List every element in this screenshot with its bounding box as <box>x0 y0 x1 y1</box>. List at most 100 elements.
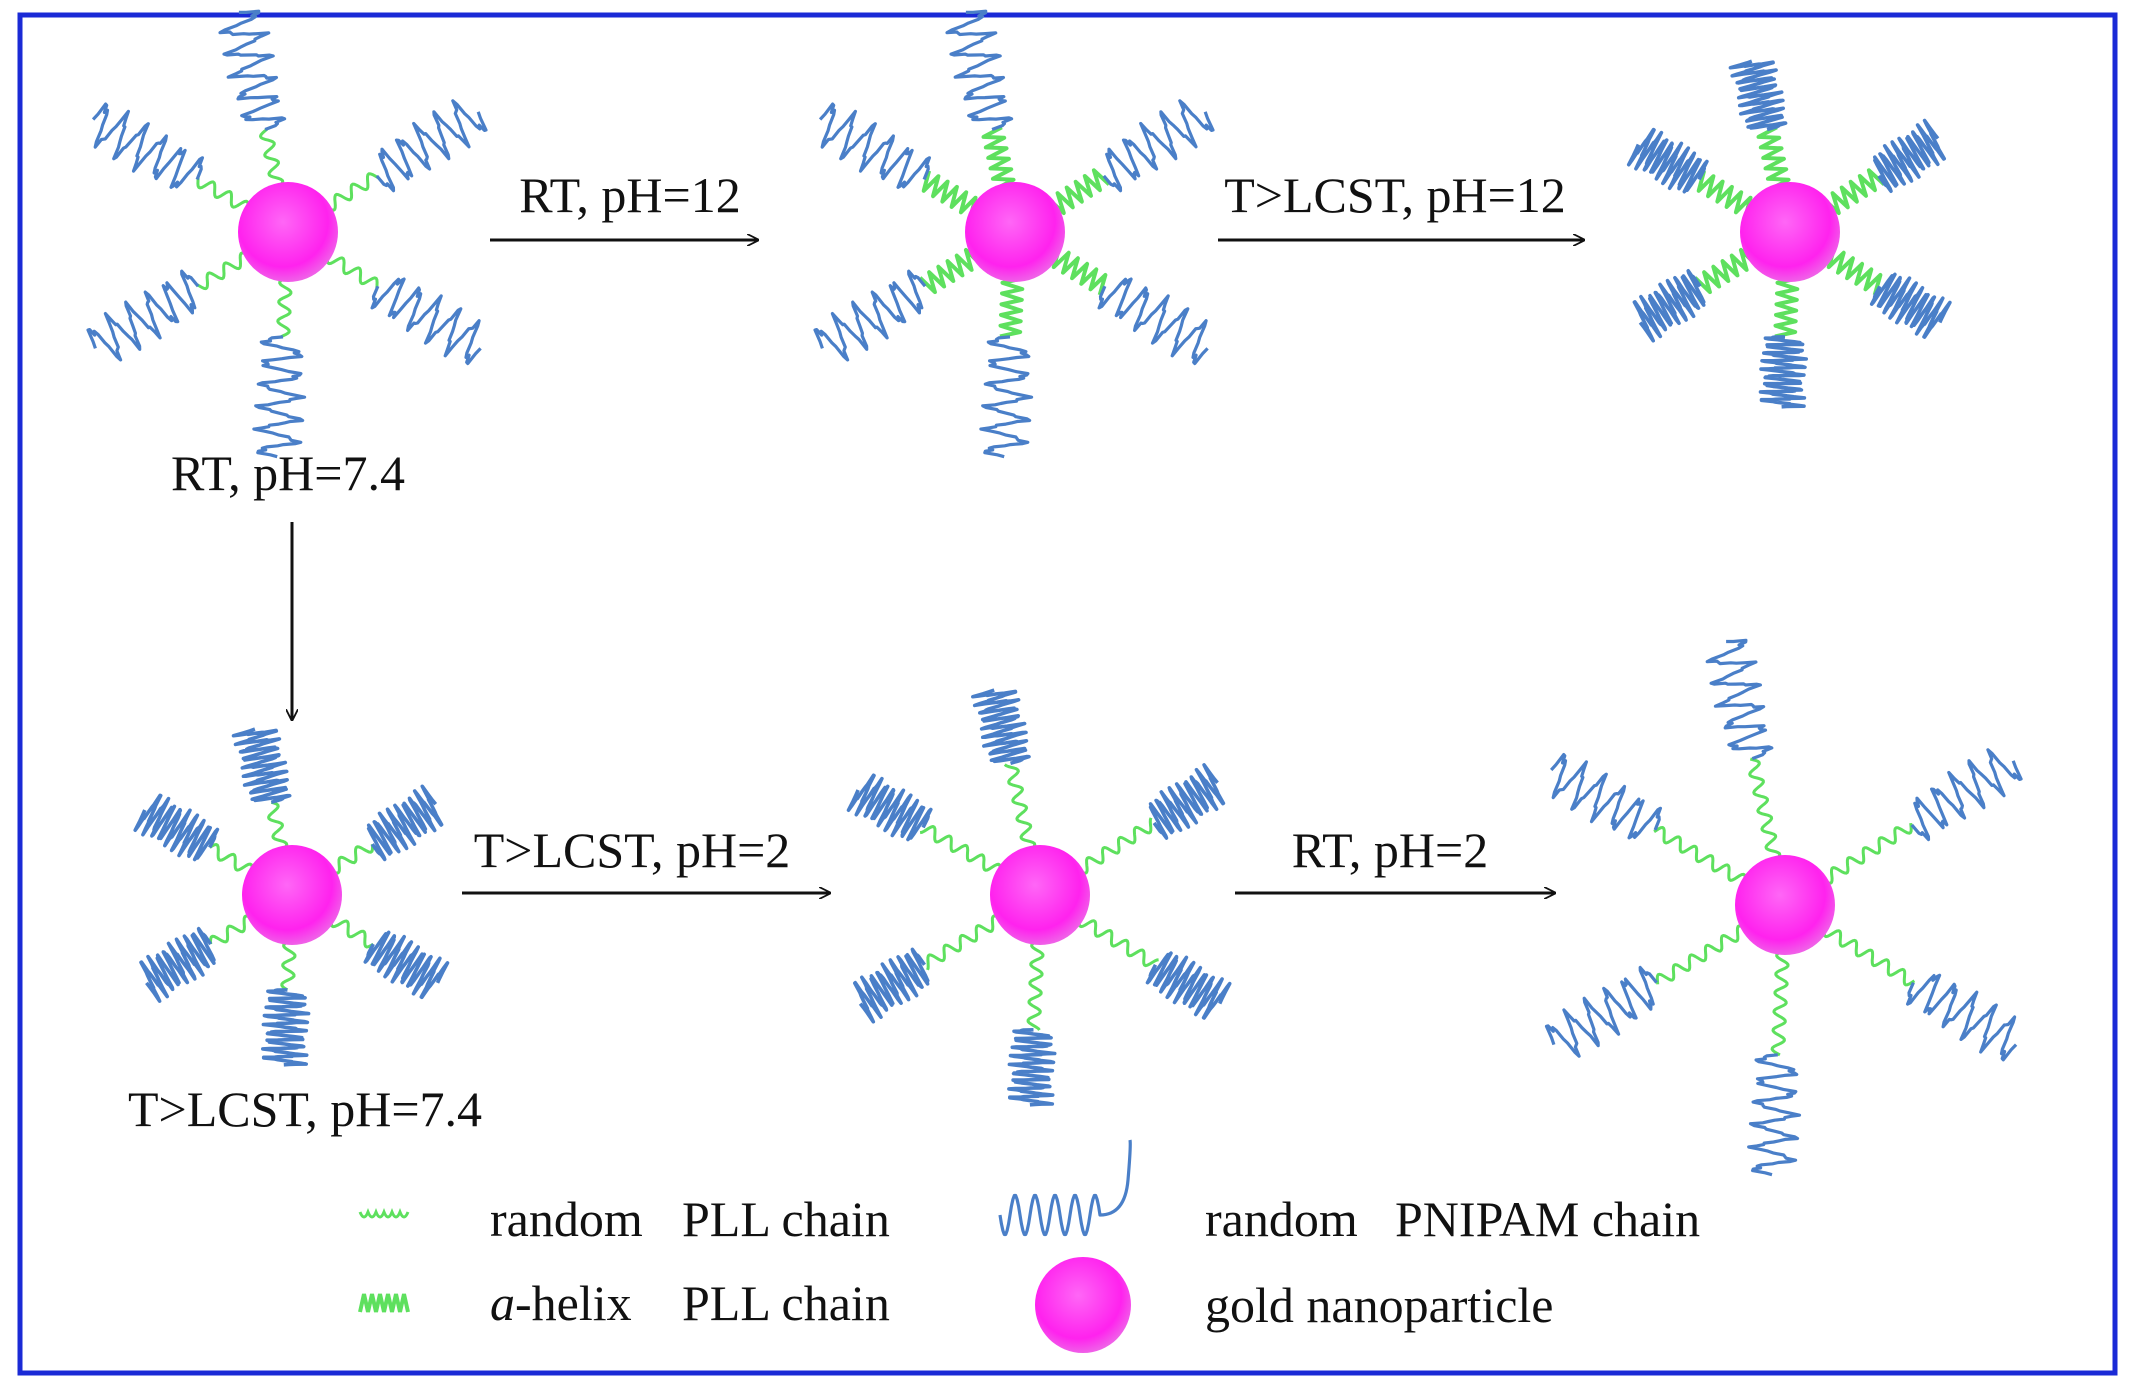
random-pll-chain <box>259 127 285 189</box>
helix-pll-chain <box>918 248 983 295</box>
random-pnipam-chain <box>1097 277 1209 366</box>
legend: random PLL chain a-helix PLL chain rando… <box>358 1139 1700 1353</box>
collapsed-pnipam-chain <box>1626 127 1709 194</box>
arrow-rt-ph12-label: RT, pH=12 <box>519 167 740 223</box>
random-pnipam-chain <box>1906 973 2018 1062</box>
random-pnipam-chain <box>1550 753 1662 840</box>
random-pnipam-chain-icon <box>998 1139 1132 1237</box>
random-pll-chain <box>1026 939 1045 1031</box>
random-pll-chain <box>208 843 254 873</box>
arrow-lcst-ph12-label: T>LCST, pH=12 <box>1224 167 1566 223</box>
collapsed-pnipam-chain <box>231 727 292 805</box>
legend-helix-pll-word: a-helix <box>490 1275 632 1331</box>
random-pll-chain <box>209 914 254 945</box>
state-2-assembly <box>813 9 1215 459</box>
gold-nanoparticle <box>1735 855 1835 955</box>
collapsed-pnipam-chain <box>1758 335 1808 409</box>
random-pnipam-chain <box>1705 638 1774 761</box>
legend-gold-nanoparticle: gold nanoparticle <box>1205 1277 1554 1333</box>
collapsed-pnipam-chain <box>261 988 311 1067</box>
helix-pll-chain-icon <box>358 1293 410 1313</box>
arrow-lcst-ph2-label: T>LCST, pH=2 <box>474 822 791 878</box>
random-pll-chain <box>329 918 375 949</box>
random-pll-chain <box>326 172 379 212</box>
random-pll-chain <box>196 177 250 210</box>
gold-nanoparticle-icon <box>1035 1257 1131 1353</box>
collapsed-pnipam-chain <box>1869 272 1952 339</box>
random-pll-chain <box>280 939 297 992</box>
state-6-assembly <box>1544 638 2023 1177</box>
random-pnipam-chain-legend <box>998 1139 1132 1237</box>
random-pll-chain <box>919 825 1002 873</box>
random-pnipam-chain <box>813 269 927 362</box>
random-pll-chain <box>926 914 1002 971</box>
random-pll-chain <box>330 844 374 875</box>
collapsed-pnipam-chain <box>1007 1028 1057 1107</box>
arrow-rt-ph2-label: RT, pH=2 <box>1292 822 1488 878</box>
random-pnipam-chain <box>1544 965 1658 1058</box>
state-1-label: RT, pH=7.4 <box>171 445 405 501</box>
random-pll-chain <box>267 800 289 852</box>
helix-pll-chain <box>1773 276 1800 339</box>
random-pnipam-chain <box>1910 748 2023 842</box>
random-pll-chain <box>196 251 250 291</box>
legend-random-pll-word: random <box>490 1191 643 1247</box>
collapsed-pnipam-chain <box>363 930 450 1000</box>
random-pnipam-chain <box>945 9 1014 131</box>
helix-pll-chain <box>981 125 1016 192</box>
state-4-assembly <box>133 727 450 1067</box>
random-pll-chain <box>1655 924 1747 985</box>
collapsed-pnipam-chain <box>1145 951 1232 1020</box>
state-5-assembly <box>846 688 1232 1107</box>
state-1-assembly <box>86 9 488 459</box>
random-pll-chain <box>276 276 293 339</box>
random-pll-chain <box>1653 826 1747 883</box>
helix-pll-chain <box>921 170 978 219</box>
gold-nanoparticle <box>990 845 1090 945</box>
helix-pll-chain <box>1693 248 1758 295</box>
helix-pll-chain <box>1756 125 1791 192</box>
random-pnipam-chain <box>818 102 931 189</box>
random-pnipam-chain <box>1102 99 1215 193</box>
collapsed-pnipam-chain <box>1632 269 1706 343</box>
gold-nanoparticle <box>238 182 338 282</box>
collapsed-pnipam-chain <box>1873 118 1946 193</box>
legend-random-pll-chain: PLL chain <box>682 1191 890 1247</box>
legend-random-pnipam-chain: PNIPAM chain <box>1395 1191 1700 1247</box>
random-pll-chain <box>1003 763 1037 852</box>
random-pnipam-chain <box>979 335 1034 459</box>
collapsed-pnipam-chain <box>853 947 930 1024</box>
random-pnipam-chain <box>370 277 482 366</box>
random-pll-chain <box>325 255 379 289</box>
random-pnipam-chain <box>91 102 204 189</box>
helix-pll-chain <box>1047 168 1111 215</box>
collapsed-pnipam-chain <box>846 773 933 842</box>
helix-pll-chain <box>1826 246 1883 296</box>
random-pnipam-chain <box>86 269 200 362</box>
random-pll-chain-icon <box>358 1207 410 1219</box>
gold-nanoparticle <box>965 182 1065 282</box>
helix-pll-chain <box>998 276 1025 339</box>
state-4-label: T>LCST, pH=7.4 <box>128 1081 482 1137</box>
gold-nanoparticle <box>1740 182 1840 282</box>
random-pll-chain <box>1077 918 1159 968</box>
collapsed-pnipam-chain <box>1148 763 1226 840</box>
random-pll-chain <box>1078 817 1153 875</box>
random-pll-chain <box>1748 757 1782 862</box>
random-pnipam-chain <box>218 9 287 131</box>
collapsed-pnipam-chain <box>971 688 1031 766</box>
legend-helix-pll-chain: PLL chain <box>682 1275 890 1331</box>
gold-nanoparticle <box>242 845 342 945</box>
state-3-assembly <box>1626 59 1952 409</box>
collapsed-pnipam-chain <box>133 793 220 862</box>
random-pll-chain <box>1823 822 1913 885</box>
collapsed-pnipam-chain <box>366 784 444 862</box>
random-pnipam-chain <box>1747 1053 1802 1177</box>
random-pll-chain <box>1822 928 1916 987</box>
random-pnipam-chain <box>252 335 307 459</box>
collapsed-pnipam-chain <box>1728 59 1788 132</box>
helix-pll-chain <box>1051 246 1108 296</box>
helix-pll-chain <box>1822 168 1886 215</box>
random-pnipam-chain <box>375 99 488 193</box>
